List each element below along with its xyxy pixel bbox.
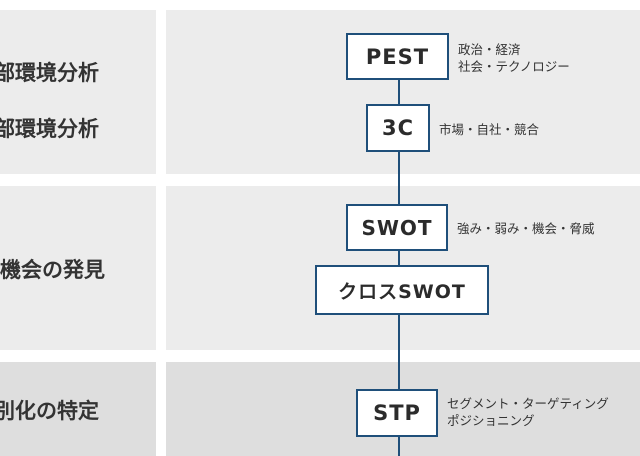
framework-note-swot: 強み・弱み・機会・脅威 bbox=[457, 221, 595, 236]
framework-note-pest: 政治・経済 社会・テクノロジー bbox=[458, 42, 570, 74]
framework-name: SWOT bbox=[361, 215, 433, 240]
framework-name: 3C bbox=[381, 116, 415, 140]
framework-box-3c: 3C bbox=[366, 104, 430, 152]
framework-name: STP bbox=[373, 401, 421, 425]
framework-name: PEST bbox=[365, 44, 430, 69]
framework-box-swot: SWOT bbox=[346, 204, 448, 251]
framework-note-stp: セグメント・ターゲティング ポジショニング bbox=[447, 396, 609, 428]
framework-name: クロスSWOT bbox=[338, 280, 466, 303]
stage-panel-analysis bbox=[0, 10, 156, 174]
stage-panel-opportunity bbox=[0, 186, 156, 350]
framework-box-cross-swot: クロスSWOT bbox=[315, 265, 489, 315]
framework-note-3c: 市場・自社・競合 bbox=[439, 122, 540, 137]
stage-panel-differentiation bbox=[0, 362, 156, 456]
framework-box-pest: PEST bbox=[346, 33, 449, 80]
framework-box-stp: STP bbox=[356, 389, 438, 437]
